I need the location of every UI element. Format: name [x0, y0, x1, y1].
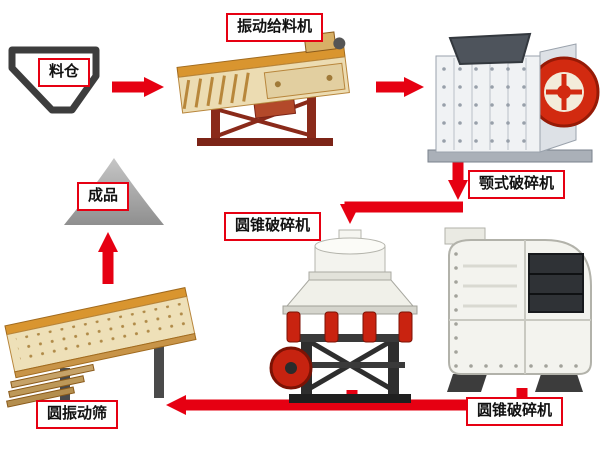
- impact-crusher-image: [444, 227, 592, 392]
- cone-crusher-image: [269, 229, 418, 403]
- vibrating-screen-label: 圆振动筛: [36, 400, 119, 429]
- jaw-crusher-label: 颚式破碎机: [468, 170, 566, 199]
- vibrating-feeder-image: [176, 31, 350, 146]
- jaw-crusher-image: [427, 32, 600, 163]
- vibrating-screen-image: [4, 287, 197, 408]
- feeder-label: 振动给料机: [226, 13, 324, 42]
- cone-crusher-label: 圆锥破碎机: [224, 212, 322, 241]
- arrow-elbow-to-cone: [340, 201, 463, 224]
- product-label: 成品: [77, 182, 130, 211]
- silo-label: 料仓: [38, 58, 91, 87]
- impact-crusher-label: 圆锥破碎机: [466, 397, 564, 426]
